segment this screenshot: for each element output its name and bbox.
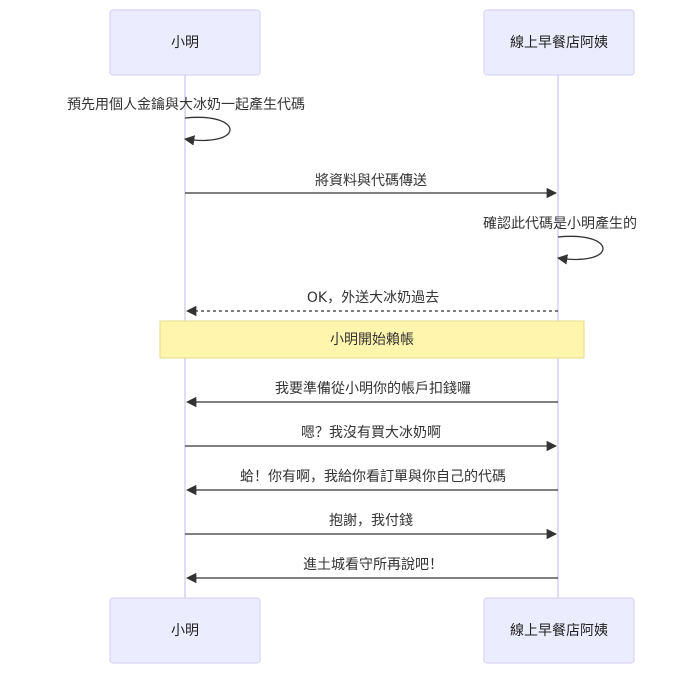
message-label: 將資料與代碼傳送 (315, 173, 427, 189)
message-label: 進土城看守所再說吧！ (303, 556, 443, 573)
actor-top-left: 小明 (109, 9, 261, 76)
actor-top-right-label: 線上早餐店阿姨 (510, 35, 608, 51)
actor-bottom-left-label: 小明 (171, 623, 199, 639)
message-label: OK，外送大冰奶過去 (307, 290, 439, 306)
message-ok-deliver: OK，外送大冰奶過去 (185, 290, 558, 317)
message-label: 我要準備從小明你的帳戶扣錢囉 (275, 380, 471, 397)
message-label: 嗯？我沒有買大冰奶啊 (301, 424, 441, 441)
message-prepare-charge: 我要準備從小明你的帳戶扣錢囉 (185, 380, 558, 408)
actor-top-right: 線上早餐店阿姨 (483, 9, 635, 76)
message-label: 確認此代碼是小明產生的 (483, 215, 637, 232)
actor-bottom-right-label: 線上早餐店阿姨 (510, 623, 608, 639)
message-pay: 抱謝，我付錢 (185, 512, 558, 540)
actor-bottom-left: 小明 (109, 597, 261, 664)
message-self-generate-code: 預先用個人金鑰與大冰奶一起產生代碼 (67, 96, 305, 146)
message-did-not-buy: 嗯？我沒有買大冰奶啊 (185, 424, 558, 452)
actor-bottom-right: 線上早餐店阿姨 (483, 597, 635, 664)
message-show-order: 蛤！你有啊，我給你看訂單與你自己的代碼 (185, 469, 558, 496)
message-detention: 進土城看守所再說吧！ (185, 556, 558, 584)
message-self-verify-code: 確認此代碼是小明產生的 (483, 215, 637, 265)
note-over-both: 小明開始賴帳 (159, 320, 585, 359)
note-label: 小明開始賴帳 (330, 332, 414, 348)
message-label: 預先用個人金鑰與大冰奶一起產生代碼 (67, 96, 305, 113)
message-label: 抱謝，我付錢 (329, 512, 413, 529)
message-label: 蛤！你有啊，我給你看訂單與你自己的代碼 (240, 469, 506, 485)
message-send-data: 將資料與代碼傳送 (185, 173, 558, 199)
actor-top-left-label: 小明 (171, 35, 199, 51)
